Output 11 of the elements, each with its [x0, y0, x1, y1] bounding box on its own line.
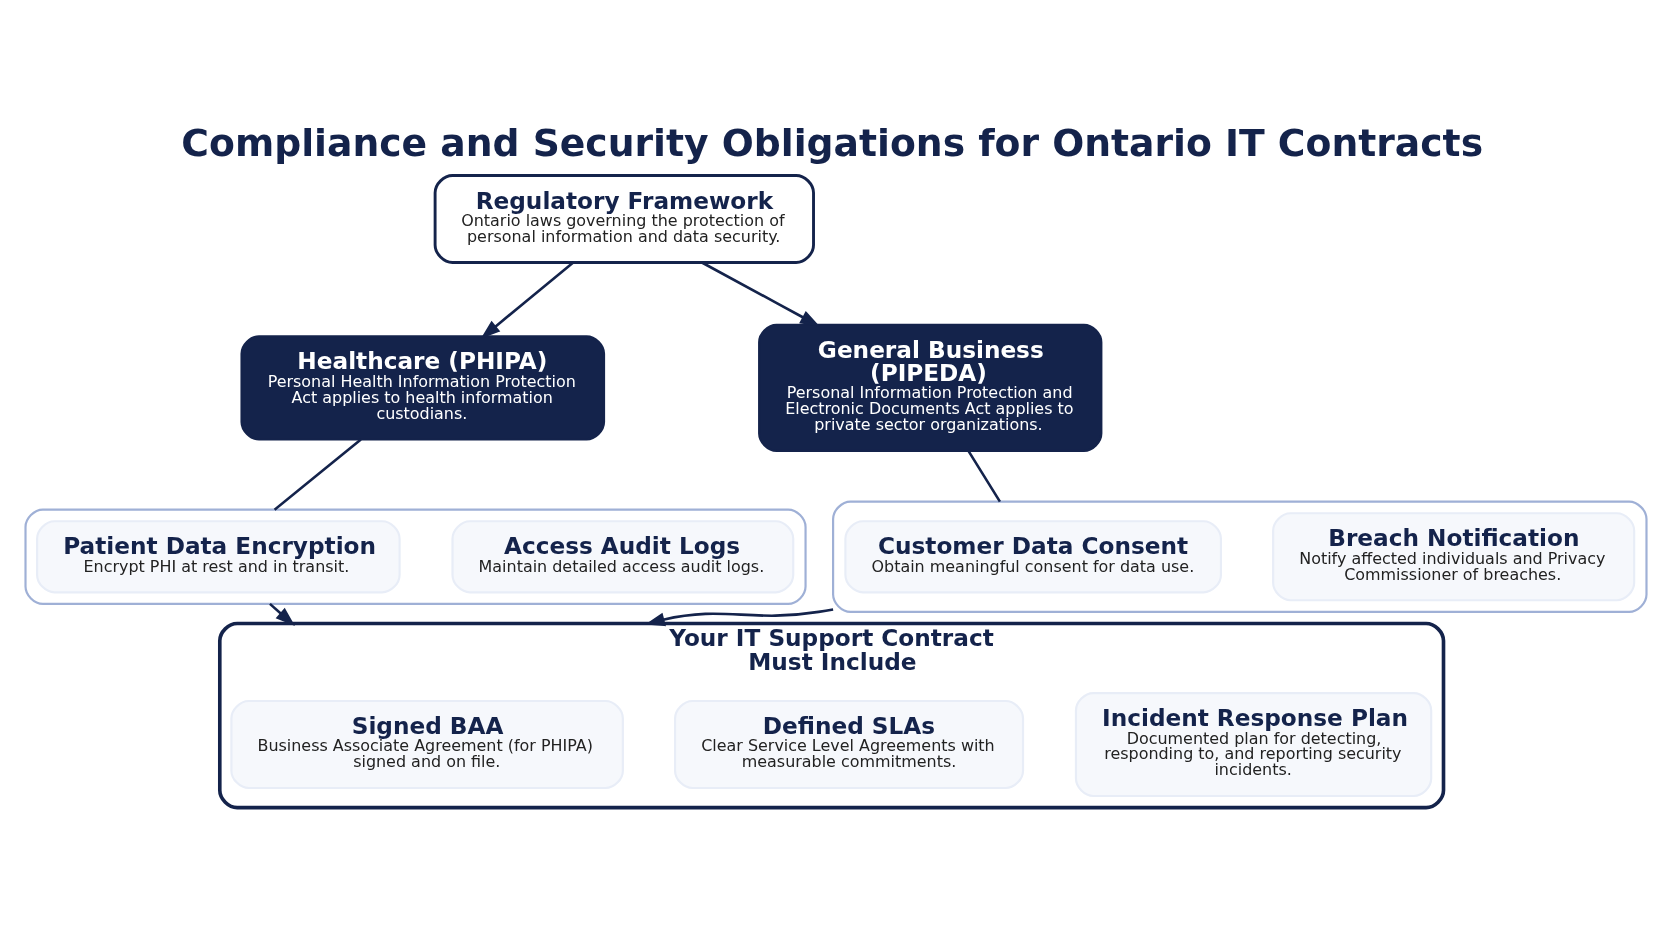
node-box: Regulatory Framework Ontario laws governing the protection of personal information and data security. [433, 174, 815, 264]
connector [273, 438, 362, 511]
arrow [269, 602, 295, 627]
connector [967, 450, 1002, 503]
node-box: Healthcare (PHIPA) Personal Health Information Protection Act applies to health information custodians. [240, 335, 606, 441]
diagram-title: Compliance and Security Obligations for Ontario IT Contracts [181, 121, 1484, 166]
node-box: General Business (PIPEDA) Personal Information Protection and Electronic Documents Act applies to private sector organizations. [758, 323, 1103, 452]
arrow [480, 261, 574, 339]
arrow [701, 261, 820, 327]
cluster [832, 500, 1648, 613]
cluster [24, 508, 807, 605]
